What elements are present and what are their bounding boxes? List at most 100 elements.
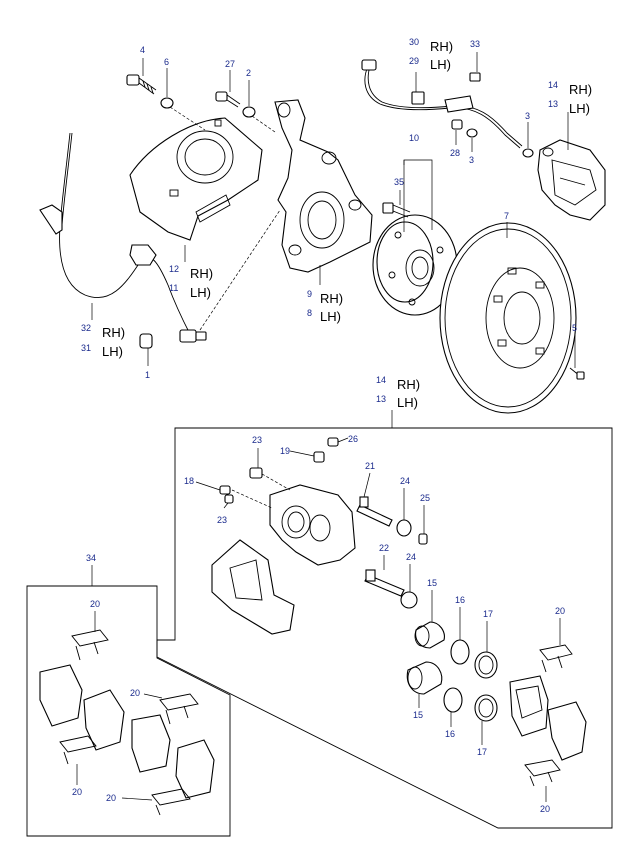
clip-20-left-c (159, 693, 199, 725)
callout-29: 29 (409, 56, 419, 66)
callout-19: 19 (280, 446, 290, 456)
callout-20-left-c: 20 (130, 688, 140, 698)
callout-6: 6 (164, 57, 169, 67)
callout-16-upper: 16 (455, 595, 465, 605)
callout-20-left-a: 20 (90, 599, 100, 609)
callout-23-upper: 23 (252, 435, 262, 445)
piston-15-lower (406, 661, 443, 695)
callout-33: 33 (470, 39, 480, 49)
callout-10: 10 (409, 133, 419, 143)
callout-16-lower: 16 (445, 729, 455, 739)
brake-pads-right (509, 675, 587, 761)
side-lh-11: LH) (190, 285, 211, 300)
side-lh-13-mid: LH) (397, 395, 418, 410)
washer-6 (160, 97, 174, 109)
caliper-body (269, 484, 356, 566)
washer-3-lower (466, 128, 478, 138)
clip-20-left-b (59, 735, 97, 765)
leader-lines (76, 52, 576, 802)
side-rh-30: RH) (430, 39, 453, 54)
callout-15-lower: 15 (413, 710, 423, 720)
bolt-23-upper (249, 467, 263, 479)
callout-13-top: 13 (548, 99, 558, 109)
caliper-kit-frame (156, 427, 613, 829)
callout-20-left-b: 20 (72, 787, 82, 797)
clip-20-left-a (71, 629, 109, 661)
side-lh-8: LH) (320, 309, 341, 324)
side-rh-9: RH) (320, 291, 343, 306)
callout-20-left-d: 20 (106, 793, 116, 803)
piston-15-upper (414, 621, 445, 649)
bleeder-19 (313, 451, 325, 463)
callout-17-upper: 17 (483, 609, 493, 619)
callout-9: 9 (307, 289, 312, 299)
callout-30: 30 (409, 37, 419, 47)
callout-15-upper: 15 (427, 578, 437, 588)
boot-17-lower (474, 694, 498, 722)
banjo-bolt-28 (451, 119, 463, 130)
guide-pin-22 (364, 569, 405, 597)
caliper-assembly-top (537, 139, 606, 221)
side-rh-12: RH) (190, 266, 213, 281)
callout-34: 34 (86, 553, 96, 563)
steering-knuckle (274, 99, 373, 273)
boot-24-upper (396, 519, 412, 537)
callout-21: 21 (365, 461, 375, 471)
callout-28: 28 (450, 148, 460, 158)
callout-20-right-lower: 20 (540, 804, 550, 814)
callout-numbers: 4 6 27 2 30 29 33 14 13 3 28 3 10 35 12 … (72, 37, 577, 814)
callout-4: 4 (140, 45, 145, 55)
callout-3-lower: 3 (469, 155, 474, 165)
seal-16-lower (443, 687, 463, 713)
callout-14-mid: 14 (376, 375, 386, 385)
bolt-23-lower (224, 494, 234, 504)
callout-11: 11 (169, 283, 178, 293)
clip-20-left-d (151, 788, 191, 816)
brake-hose (361, 59, 523, 149)
washer-2 (242, 106, 256, 118)
callout-2: 2 (246, 68, 251, 78)
callout-13-mid: 13 (376, 394, 386, 404)
callout-17-lower: 17 (477, 747, 487, 757)
side-lh-29: LH) (430, 57, 451, 72)
guide-pin-21 (356, 496, 393, 527)
callout-1: 1 (145, 370, 150, 380)
caliper-bracket (211, 539, 295, 635)
clip-20-right-lower (524, 759, 561, 787)
bolt-4 (126, 74, 157, 95)
seal-16-upper (450, 639, 470, 665)
bolt-27 (215, 91, 241, 108)
side-lh-13-top: LH) (569, 101, 590, 116)
callout-24-upper: 24 (400, 476, 410, 486)
callout-18: 18 (184, 476, 194, 486)
callout-14-top: 14 (548, 80, 558, 90)
clip-20-right-upper (539, 644, 573, 673)
side-rh-14-top: RH) (569, 82, 592, 97)
callout-31: 31 (81, 343, 91, 353)
disc-screw-5 (569, 367, 585, 380)
side-rh-32: RH) (102, 325, 125, 340)
callout-8: 8 (307, 308, 312, 318)
callout-35: 35 (394, 177, 404, 187)
cap-26 (327, 437, 339, 447)
side-lh-31: LH) (102, 344, 123, 359)
boot-24-lower (400, 591, 418, 609)
callout-22: 22 (379, 543, 389, 553)
brake-disc (439, 222, 577, 414)
callout-5: 5 (572, 323, 577, 333)
abs-sensor-cable (39, 132, 207, 349)
callout-26: 26 (348, 434, 358, 444)
dust-shield (129, 117, 263, 241)
callout-25: 25 (420, 493, 430, 503)
callout-20-right-upper: 20 (555, 606, 565, 616)
side-rh-14-mid: RH) (397, 377, 420, 392)
bushing-25 (418, 533, 428, 545)
brake-pads-left (39, 664, 215, 799)
callout-7: 7 (504, 211, 509, 221)
washer-3-upper (522, 148, 534, 158)
bolt-18 (219, 485, 231, 495)
callout-12: 12 (169, 264, 179, 274)
callout-23-lower: 23 (217, 515, 227, 525)
callout-3-upper: 3 (525, 111, 530, 121)
